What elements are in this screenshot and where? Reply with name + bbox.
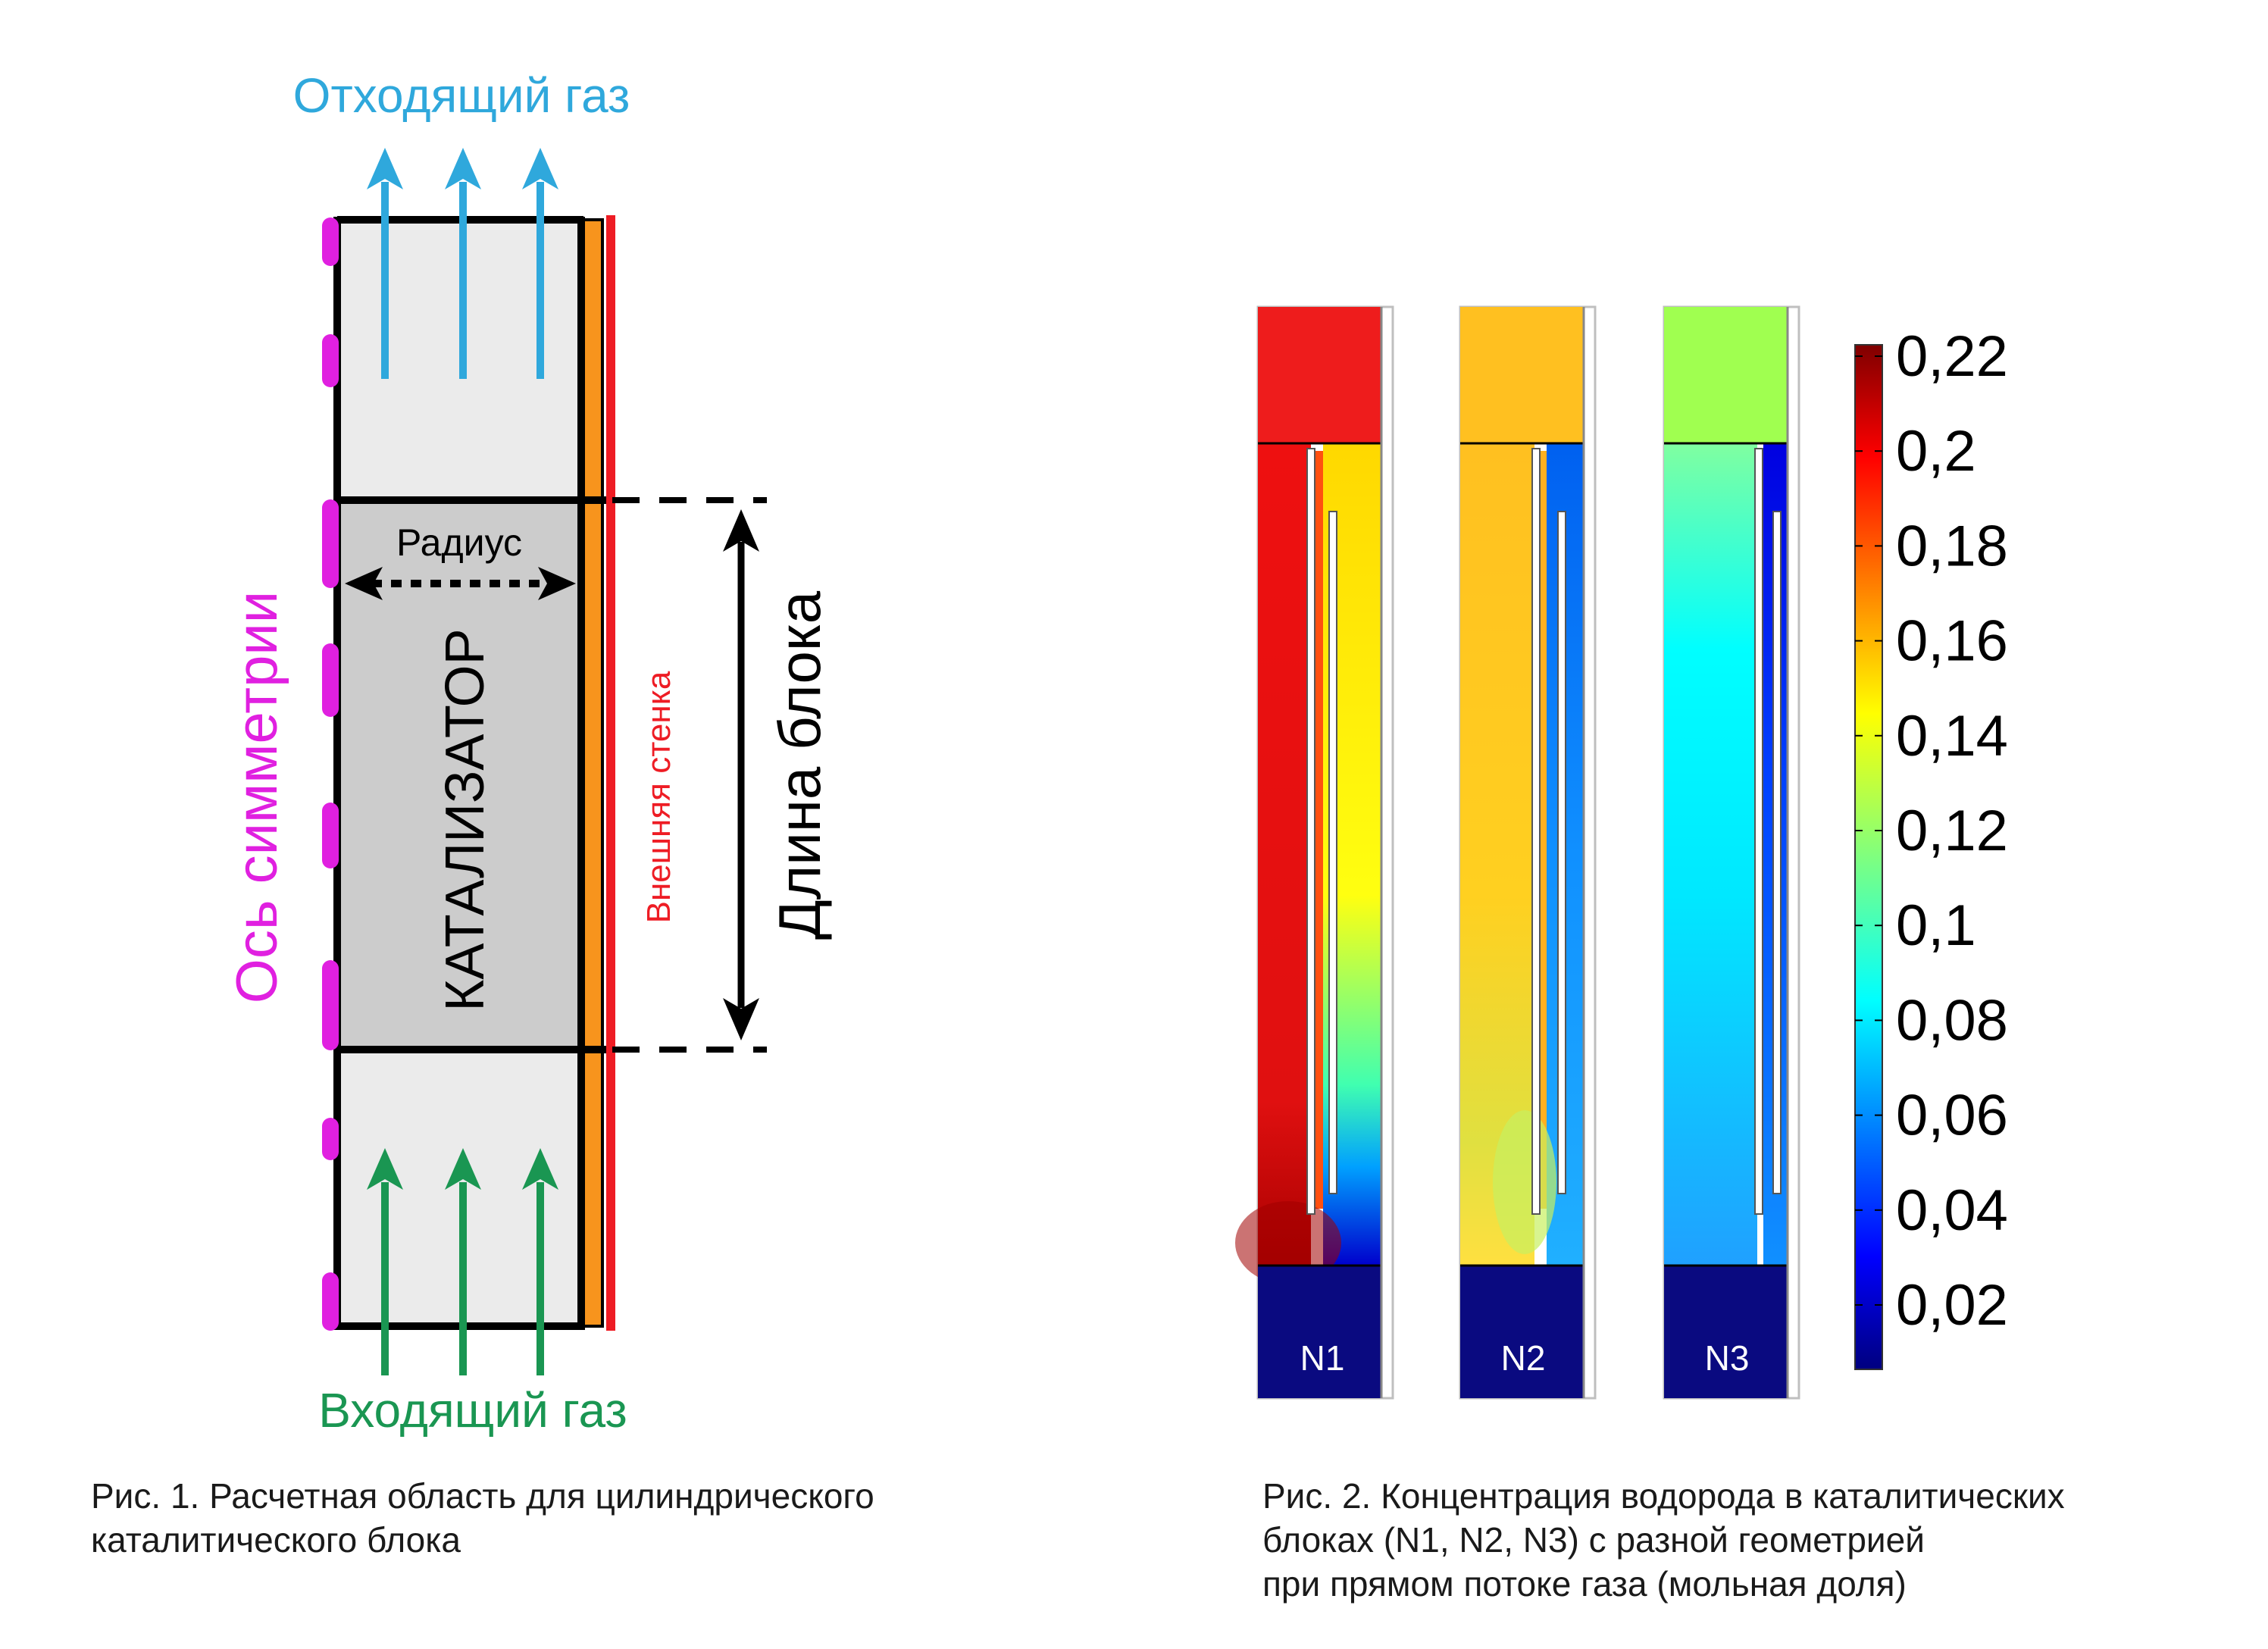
block-n3: N3 <box>1663 305 1800 1400</box>
block-n1-label: N1 <box>1300 1338 1345 1378</box>
block-n2-label: N2 <box>1501 1338 1546 1378</box>
symmetry-axis-label: Ось симметрии <box>225 591 289 1004</box>
colorbar-tick-label: 0,02 <box>1896 1273 2008 1338</box>
colorbar-tick-label: 0,08 <box>1896 988 2008 1053</box>
block-n3-label: N3 <box>1705 1338 1750 1378</box>
outlet-arrows <box>381 182 544 379</box>
colorbar-tick-label: 0,22 <box>1896 324 2008 389</box>
radius-label: Радиус <box>396 521 522 564</box>
block-length-label: Длина блока <box>766 590 833 940</box>
colorbar-tick-label: 0,2 <box>1896 419 1976 483</box>
outlet-arrowhead <box>367 148 403 189</box>
outlet-arrowhead <box>445 148 481 189</box>
length-arrowhead-top <box>723 509 759 552</box>
radius-arrowhead-left <box>345 567 383 600</box>
outlet-gas-label: Отходящий газ <box>293 68 630 123</box>
block-n2: N2 <box>1459 305 1597 1400</box>
length-arrowhead-bottom <box>723 998 759 1040</box>
colorbar-tick-label: 0,18 <box>1896 514 2008 578</box>
colorbar-tick-label: 0,1 <box>1896 893 1976 958</box>
inlet-arrowhead <box>367 1148 403 1190</box>
outlet-arrowhead <box>522 148 558 189</box>
colorbar-tick-label: 0,16 <box>1896 609 2008 674</box>
computational-domain-diagram: Отходящий газ Входящий газ Радиус Ось си… <box>225 68 833 1438</box>
colorbar-tick-label: 0,12 <box>1896 799 2008 863</box>
radius-arrowhead-right <box>538 567 576 600</box>
inlet-arrowhead <box>522 1148 558 1190</box>
inlet-arrowhead <box>445 1148 481 1190</box>
colorbar-tick-label: 0,04 <box>1896 1178 2008 1243</box>
hydrogen-concentration-maps: N1 N2 <box>1235 305 2008 1400</box>
colorbar-tick-label: 0,06 <box>1896 1084 2008 1148</box>
figure-1-caption: Рис. 1. Расчетная область для цилиндриче… <box>91 1476 874 1560</box>
colorbar-tick-label: 0,14 <box>1896 704 2008 768</box>
catalyst-label: КАТАЛИЗАТОР <box>435 628 496 1011</box>
block-n1: N1 <box>1235 305 1394 1400</box>
figure-2-caption: Рис. 2. Концентрация водорода в каталити… <box>1262 1476 2065 1604</box>
colorbar-ticks: 0,22 0,2 0,18 0,16 0,14 0,12 0,1 0,08 0,06 0,04 0,… <box>1855 324 2008 1338</box>
inlet-gas-label: Входящий газ <box>318 1383 627 1438</box>
inlet-arrows <box>381 1182 544 1375</box>
outer-wall-label: Внешняя стенка <box>640 671 677 923</box>
colorbar <box>1854 344 1883 1370</box>
